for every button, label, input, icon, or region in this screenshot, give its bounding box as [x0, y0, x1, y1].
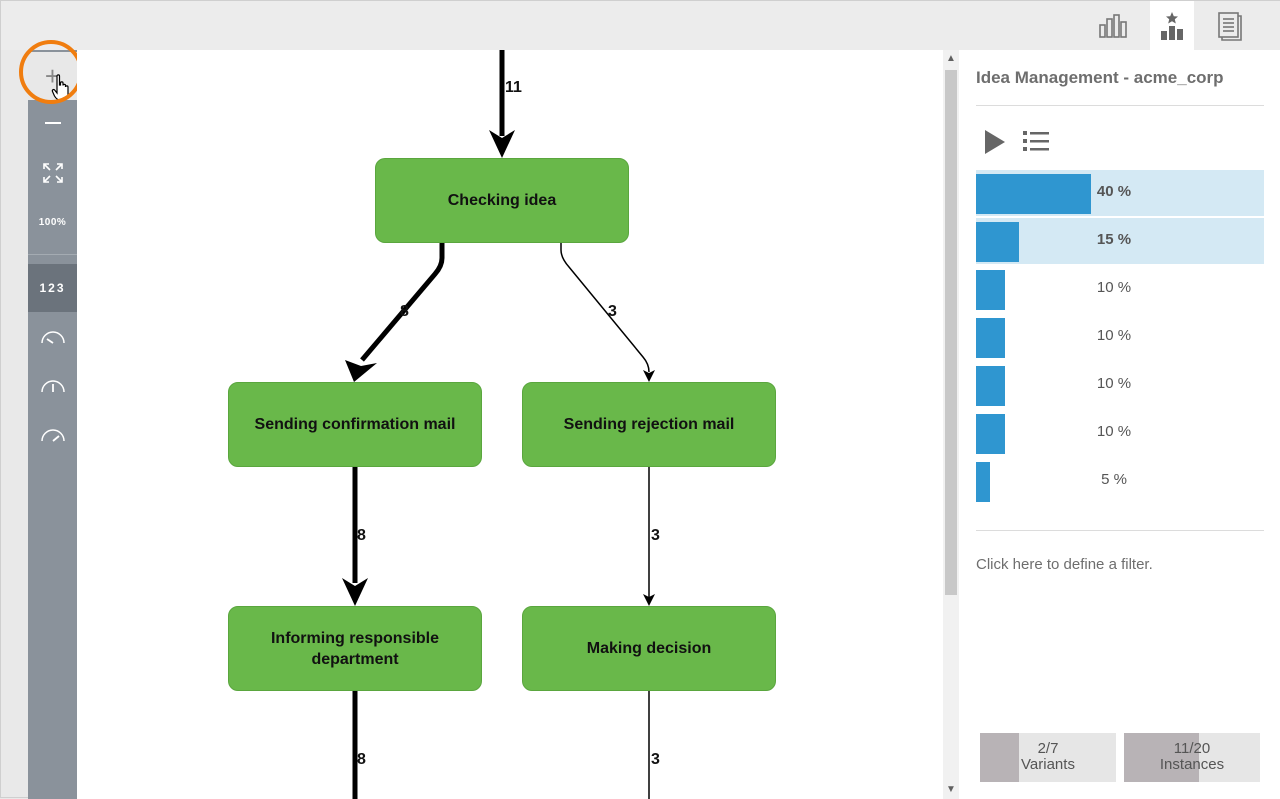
speed-low-button[interactable] — [28, 313, 77, 361]
variant-bar — [976, 174, 1091, 214]
arrowhead — [643, 594, 655, 606]
process-graph-canvas[interactable]: Checking idea Sending confirmation mail … — [77, 50, 943, 799]
zoom-out-button[interactable] — [28, 99, 77, 147]
variant-row[interactable]: 10 % — [976, 314, 1264, 360]
edge-3-checking-reject — [560, 242, 650, 373]
variant-bar — [976, 414, 1005, 454]
edge-label: 8 — [400, 303, 409, 320]
edge-label: 3 — [651, 751, 660, 768]
panel-title: Idea Management - acme_corp — [976, 68, 1224, 87]
variant-bar — [976, 222, 1019, 262]
activity-node-sending-rejection-mail[interactable]: Sending rejection mail — [522, 382, 776, 467]
count-label: 123 — [39, 281, 66, 295]
activity-node-informing-responsible-department[interactable]: Informing responsible department — [228, 606, 482, 691]
speed-mid-button[interactable] — [28, 362, 77, 410]
edge-label: 3 — [651, 527, 660, 544]
fit-to-screen-button[interactable] — [28, 149, 77, 197]
variants-label: Variants — [1021, 756, 1075, 773]
gauge-high-icon — [40, 429, 65, 442]
variant-percentage: 10 % — [1096, 327, 1132, 344]
variant-row[interactable]: 40 % — [976, 170, 1264, 216]
variant-bar — [976, 366, 1005, 406]
arrowhead — [643, 370, 655, 382]
scroll-up-arrow-icon[interactable]: ▲ — [946, 53, 956, 64]
divider — [976, 105, 1264, 106]
variants-counter-text: 2/7 Variants — [980, 741, 1116, 773]
graph-edges — [342, 50, 655, 799]
variants-count: 2/7 — [1037, 740, 1059, 757]
variants-counter-fill — [980, 733, 1019, 782]
edge-label: 11 — [505, 79, 522, 96]
activity-node-making-decision[interactable]: Making decision — [522, 606, 776, 691]
variant-percentage: 10 % — [1096, 375, 1132, 392]
activity-node-sending-confirmation-mail[interactable]: Sending confirmation mail — [228, 382, 482, 467]
variant-row[interactable]: 5 % — [976, 458, 1264, 504]
arrowhead — [345, 360, 377, 382]
scrollbar-thumb[interactable] — [945, 70, 957, 595]
document-icon[interactable] — [1208, 1, 1252, 50]
edge-label: 3 — [608, 303, 617, 320]
variant-percentage: 10 % — [1096, 423, 1132, 440]
zoom-100-label: 100% — [38, 216, 67, 228]
canvas-scrollbar[interactable]: ▲ ▼ — [943, 50, 959, 799]
starred-chart-icon[interactable] — [1150, 1, 1194, 50]
variant-row[interactable]: 10 % — [976, 266, 1264, 312]
divider — [976, 530, 1264, 531]
edge-label: 8 — [357, 751, 366, 768]
variant-row[interactable]: 10 % — [976, 410, 1264, 456]
instances-counter[interactable]: 11/20 Instances — [1124, 733, 1260, 782]
zoom-100-button[interactable]: 100% — [28, 198, 77, 246]
edge-8-checking-confirm — [360, 242, 445, 362]
variant-percentage: 40 % — [1096, 183, 1132, 200]
list-icon[interactable] — [1023, 130, 1049, 157]
activity-node-checking-idea[interactable]: Checking idea — [375, 158, 629, 243]
instances-counter-fill — [1124, 733, 1199, 782]
toolbar-divider — [28, 254, 77, 255]
variant-bar — [976, 462, 990, 502]
variant-row[interactable]: 15 % — [976, 218, 1264, 264]
variants-panel: Idea Management - acme_corp 40 % 15 % 10… — [959, 50, 1280, 799]
edge-label: 8 — [357, 527, 366, 544]
minus-icon — [44, 122, 61, 124]
gauge-mid-icon — [40, 380, 65, 393]
bar-chart-icon[interactable] — [1091, 1, 1135, 50]
variant-percentage: 5 % — [1101, 471, 1127, 488]
arrowhead — [489, 130, 515, 158]
variant-bar — [976, 270, 1005, 310]
variants-counter[interactable]: 2/7 Variants — [980, 733, 1116, 782]
arrowhead — [342, 578, 368, 606]
scroll-down-arrow-icon[interactable]: ▼ — [946, 784, 956, 795]
variant-percentage: 10 % — [1096, 279, 1132, 296]
gauge-low-icon — [40, 331, 65, 344]
speed-high-button[interactable] — [28, 411, 77, 459]
instances-count: 11/20 — [1173, 740, 1211, 757]
show-counts-button[interactable]: 123 — [28, 264, 77, 312]
variant-bar — [976, 318, 1005, 358]
plus-icon: + — [44, 61, 61, 91]
instances-counter-text: 11/20 Instances — [1124, 741, 1260, 773]
hand-cursor-icon — [51, 74, 69, 101]
expand-icon — [42, 163, 63, 183]
top-bar — [1, 1, 1280, 50]
variant-row[interactable]: 10 % — [976, 362, 1264, 408]
instances-label: Instances — [1159, 756, 1225, 773]
variant-percentage: 15 % — [1096, 231, 1132, 248]
define-filter-link[interactable]: Click here to define a filter. — [976, 556, 1153, 573]
zoom-toolbar: + 100% 123 — [28, 50, 77, 799]
play-icon[interactable] — [983, 128, 1007, 161]
